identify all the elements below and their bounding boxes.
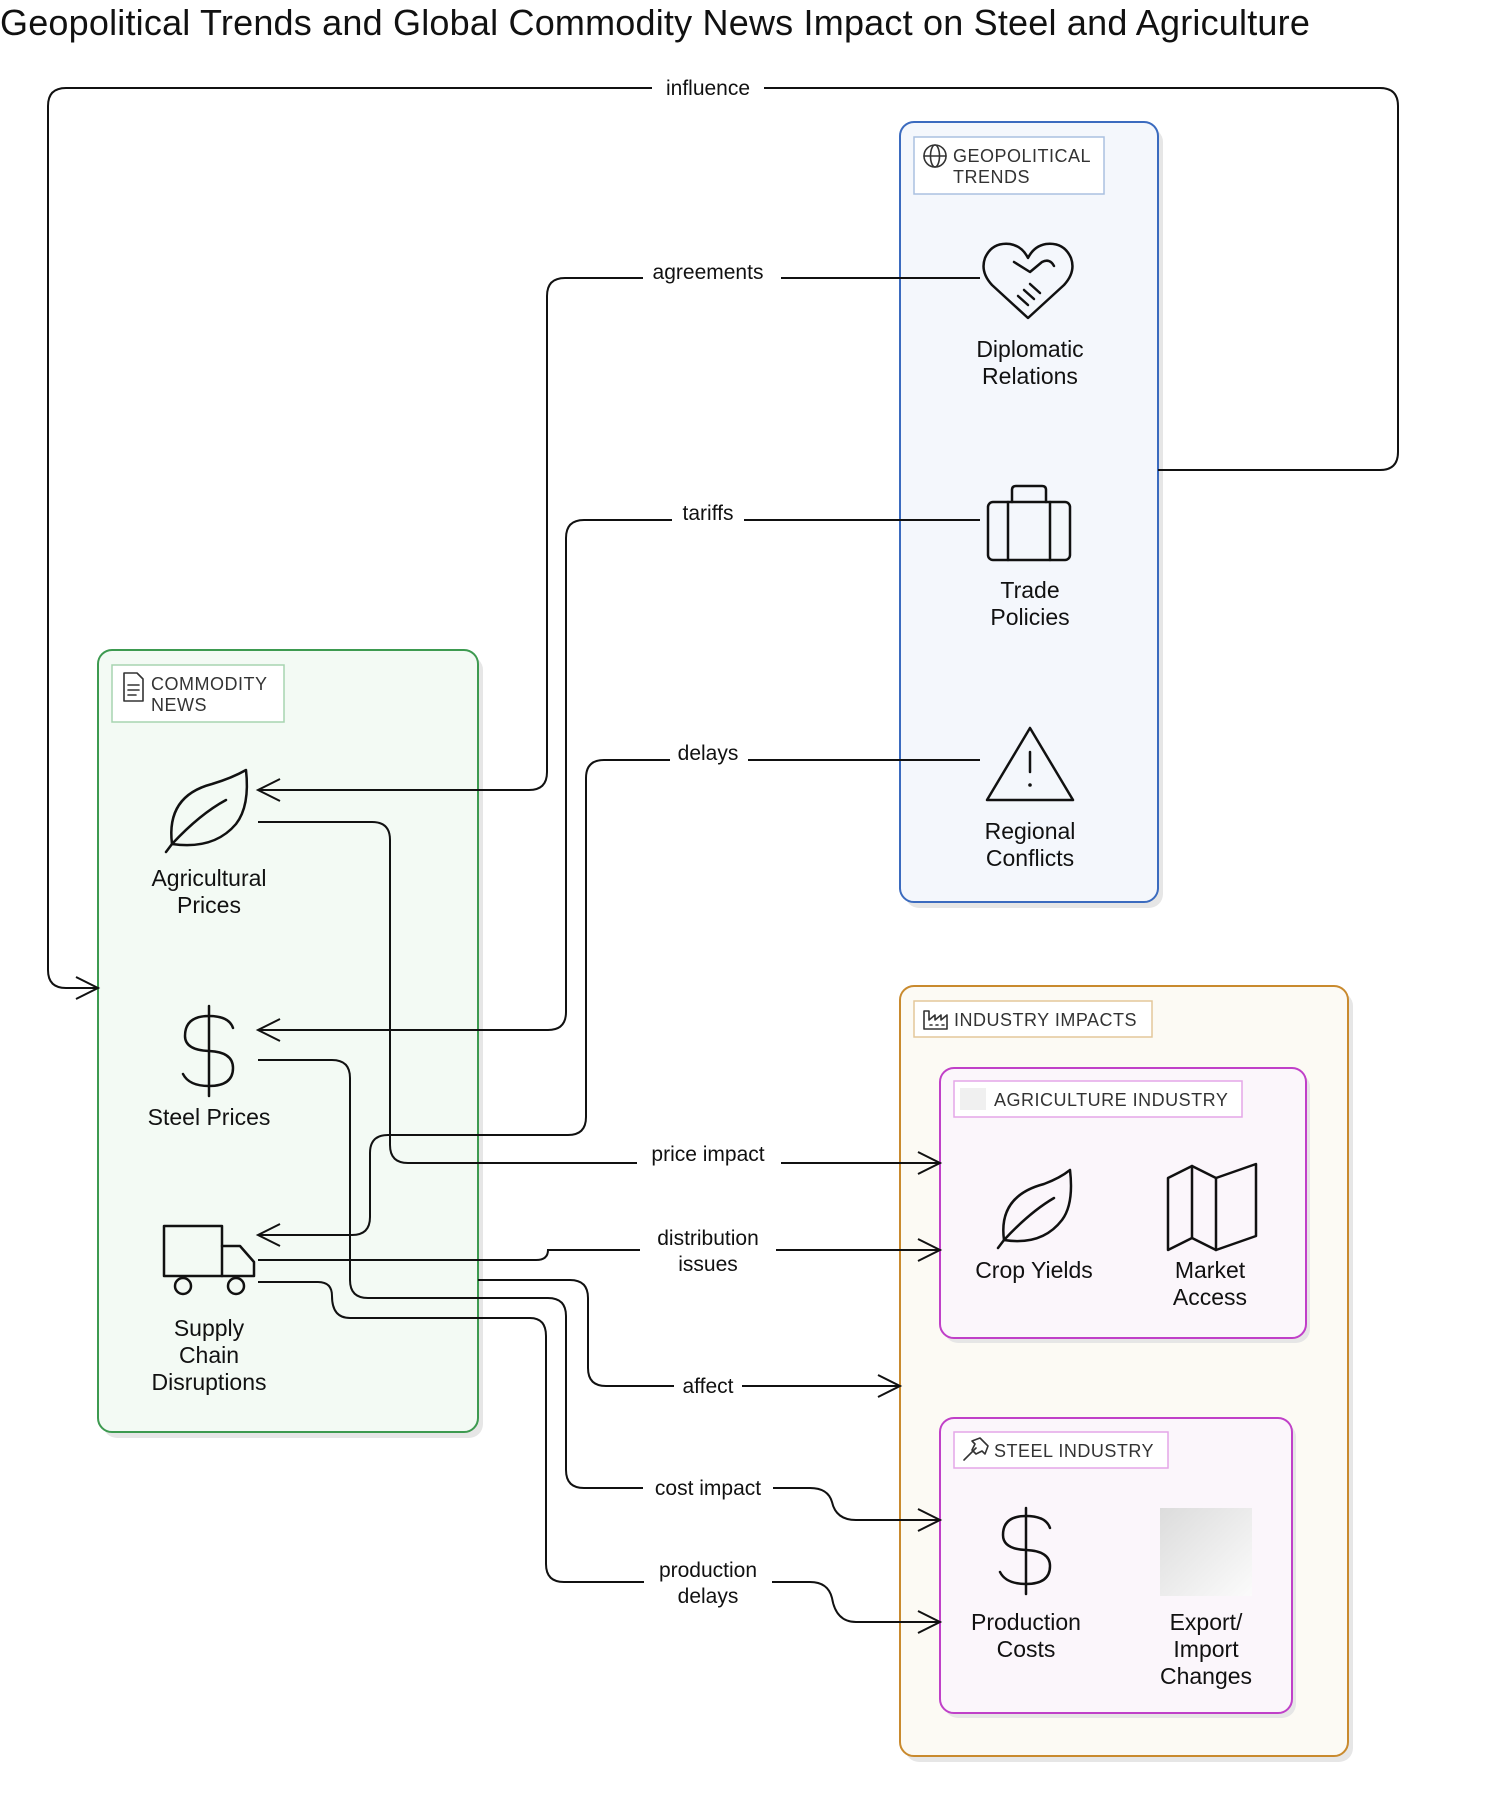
conflicts-label-line2: Conflicts — [986, 845, 1074, 871]
edge-label-delays: delays — [678, 742, 739, 765]
edge-label-production-line1: production — [659, 1559, 757, 1582]
group-steel-industry[interactable]: STEEL INDUSTRY — [939, 1417, 1296, 1718]
trade-label-line2: Policies — [990, 604, 1069, 630]
globe-icon — [923, 144, 947, 168]
edge-label-influence: influence — [666, 77, 750, 100]
steel-label-box — [953, 1431, 1169, 1469]
commodity-label-line1: COMMODITY — [151, 674, 268, 694]
steel-prices-label: Steel Prices — [148, 1104, 271, 1130]
market-access-label-line1: Market — [1175, 1257, 1246, 1283]
production-costs-label-line2: Costs — [997, 1636, 1056, 1662]
supply-chain-label-line2: Chain — [179, 1342, 239, 1368]
geopolitical-label-line2: TRENDS — [953, 167, 1030, 187]
node-production-costs[interactable]: Production Costs — [971, 1506, 1081, 1662]
node-diplomatic-relations[interactable]: Diplomatic Relations — [976, 242, 1084, 389]
agriculture-label-box — [953, 1080, 1243, 1118]
edge-delays[interactable]: delays — [255, 740, 980, 1247]
edge-label-price-impact: price impact — [651, 1143, 764, 1166]
agri-prices-label-line2: Prices — [177, 892, 241, 918]
truck-icon — [162, 1224, 256, 1296]
edge-label-agreements: agreements — [653, 261, 764, 284]
edge-influence[interactable]: influence — [47, 74, 1399, 1000]
edge-cost-impact[interactable]: cost impact — [258, 1059, 943, 1532]
agriculture-label: AGRICULTURE INDUSTRY — [994, 1090, 1228, 1110]
leaf-icon — [996, 1168, 1073, 1250]
briefcase-icon — [986, 484, 1072, 562]
warning-triangle-icon — [985, 726, 1075, 802]
crop-yields-label: Crop Yields — [975, 1257, 1093, 1283]
group-agriculture-industry[interactable]: AGRICULTURE INDUSTRY — [939, 1067, 1310, 1343]
dollar-icon — [998, 1506, 1052, 1596]
industry-label: INDUSTRY IMPACTS — [954, 1010, 1137, 1030]
industry-label-box — [913, 1000, 1153, 1038]
factory-icon — [923, 1010, 948, 1030]
steel-box — [939, 1417, 1293, 1714]
export-import-label-line2: Import — [1173, 1636, 1239, 1662]
agriculture-box — [939, 1067, 1307, 1339]
page-title: Geopolitical Trends and Global Commodity… — [0, 2, 1311, 43]
edge-distribution-issues[interactable]: distribution issues — [258, 1224, 943, 1278]
market-access-label-line2: Access — [1173, 1284, 1247, 1310]
commodity-label-line2: NEWS — [151, 695, 207, 715]
edge-production-delays[interactable]: production delays — [258, 1281, 943, 1634]
map-icon — [1166, 1162, 1258, 1252]
trade-label-line1: Trade — [1000, 577, 1059, 603]
geopolitical-label-line1: GEOPOLITICAL — [953, 146, 1091, 166]
edge-label-distribution-line2: issues — [678, 1253, 738, 1276]
export-import-label-line3: Changes — [1160, 1663, 1252, 1689]
edge-label-tariffs: tariffs — [683, 502, 734, 525]
diplomatic-label-line1: Diplomatic — [976, 336, 1083, 362]
diplomatic-label-line2: Relations — [982, 363, 1078, 389]
edge-label-cost-impact: cost impact — [655, 1477, 761, 1500]
edge-label-affect: affect — [683, 1375, 734, 1398]
node-trade-policies[interactable]: Trade Policies — [986, 484, 1072, 630]
supply-chain-label-line3: Disruptions — [151, 1369, 266, 1395]
commodity-box — [97, 649, 479, 1433]
leaf-icon — [164, 768, 249, 854]
node-crop-yields[interactable]: Crop Yields — [975, 1168, 1093, 1283]
group-geopolitical-trends[interactable]: GEOPOLITICAL TRENDS — [899, 121, 1163, 908]
node-export-import-changes[interactable]: Export/ Import Changes — [1160, 1508, 1252, 1689]
group-commodity-news[interactable]: COMMODITY NEWS — [97, 649, 483, 1438]
edge-affect[interactable]: affect — [478, 1279, 903, 1399]
conflicts-label-line1: Regional — [985, 818, 1076, 844]
production-costs-label-line1: Production — [971, 1609, 1081, 1635]
steel-label: STEEL INDUSTRY — [994, 1441, 1154, 1461]
edge-agreements[interactable]: agreements — [255, 259, 980, 802]
edge-label-distribution-line1: distribution — [657, 1227, 759, 1250]
agri-prices-label-line1: Agricultural — [151, 865, 266, 891]
blank-icon — [960, 1088, 986, 1110]
node-regional-conflicts[interactable]: Regional Conflicts — [985, 726, 1076, 871]
document-icon — [123, 672, 144, 702]
node-steel-prices[interactable]: Steel Prices — [148, 1004, 271, 1130]
edge-label-production-line2: delays — [678, 1585, 739, 1608]
node-market-access[interactable]: Market Access — [1166, 1162, 1258, 1310]
geopolitical-label-box — [913, 136, 1105, 195]
supply-chain-label-line1: Supply — [174, 1315, 245, 1341]
commodity-label-box — [111, 664, 285, 723]
geopolitical-box — [899, 121, 1159, 903]
node-supply-chain-disruptions[interactable]: Supply Chain Disruptions — [151, 1224, 267, 1395]
blank-image-icon — [1160, 1508, 1252, 1596]
hammer-icon — [963, 1437, 989, 1461]
edge-price-impact[interactable]: price impact — [258, 821, 943, 1175]
dollar-icon — [181, 1004, 235, 1098]
export-import-label-line1: Export/ — [1170, 1609, 1243, 1635]
node-agricultural-prices[interactable]: Agricultural Prices — [151, 768, 267, 918]
handshake-heart-icon — [982, 242, 1074, 320]
edge-tariffs[interactable]: tariffs — [255, 500, 980, 1042]
